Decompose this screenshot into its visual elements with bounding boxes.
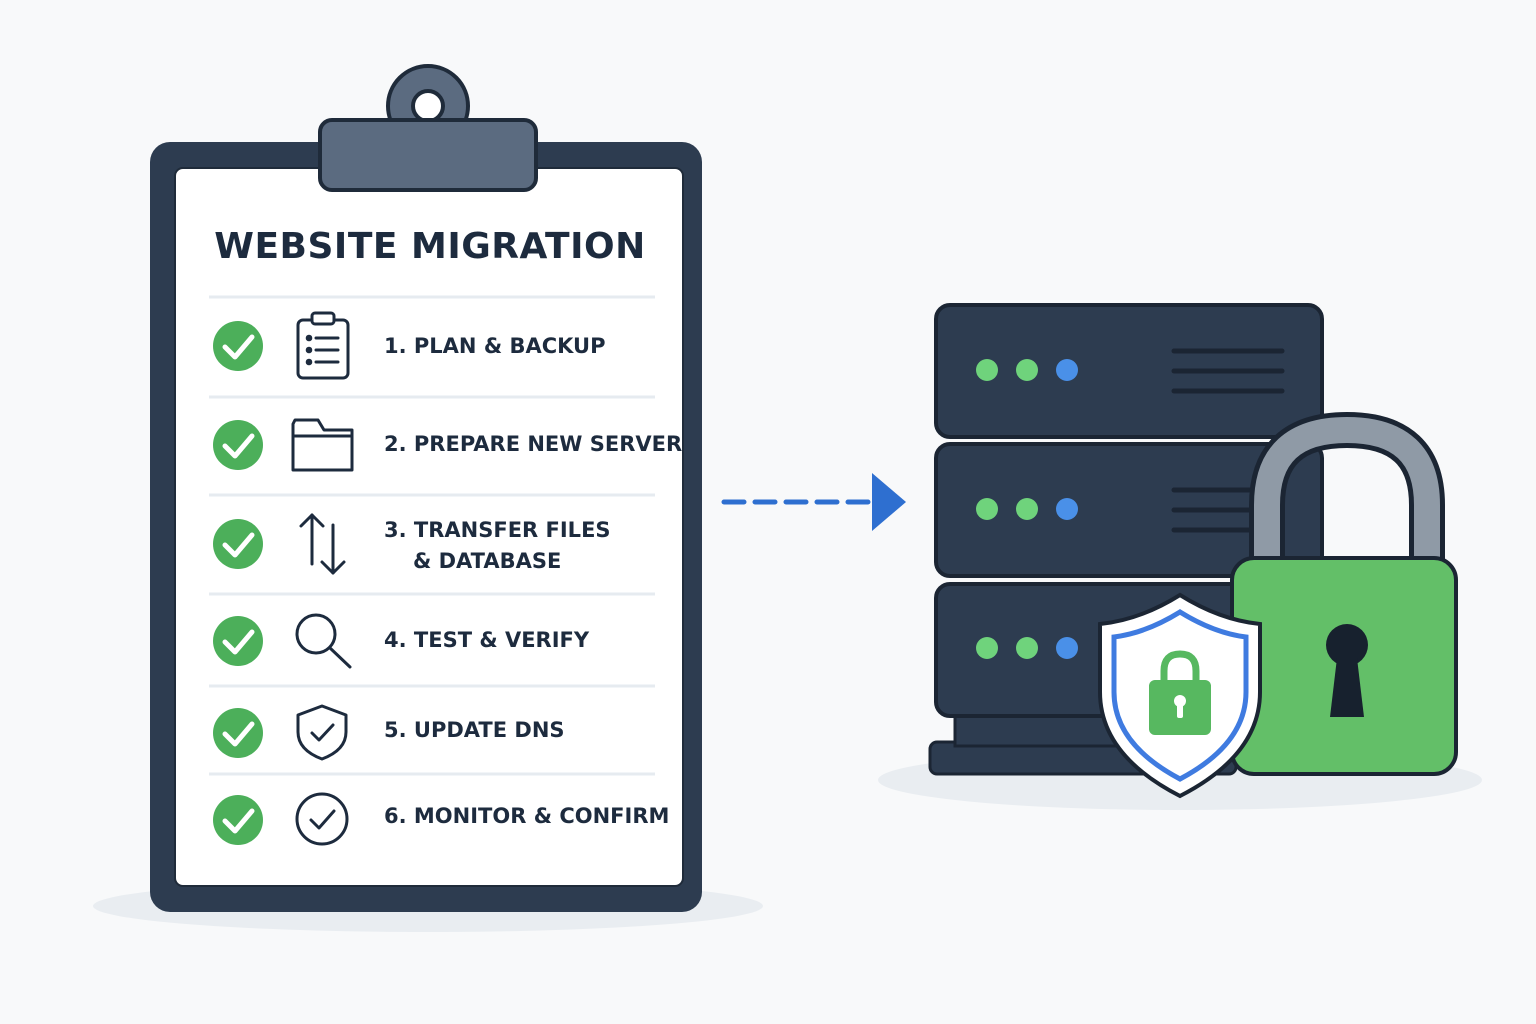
step-text: PLAN & BACKUP [413,334,606,358]
step-4-label: 4. TEST & VERIFY [384,625,589,656]
status-light-green [1016,359,1038,381]
clipboard [150,64,702,912]
check-circle-icon [213,321,263,371]
status-light-blue [1056,359,1078,381]
shield-check-icon [296,704,348,761]
check-circle-icon [213,519,263,569]
status-light-green [976,637,998,659]
step-3-label: 3. TRANSFER FILES & DATABASE [384,515,611,577]
step-1-label: 1. PLAN & BACKUP [384,331,605,362]
check-circle-icon [213,708,263,758]
status-light-blue [1056,498,1078,520]
step-2-label: 2. PREPARE NEW SERVER [384,429,682,460]
step-text: PREPARE NEW SERVER [413,432,683,456]
status-light-green [1016,637,1038,659]
server-unit [934,303,1324,439]
step-text: MONITOR & CONFIRM [413,804,670,828]
padlock-icon [1230,411,1458,776]
vent-lines [1171,348,1285,394]
step-text: TEST & VERIFY [413,628,590,652]
keyhole [1326,624,1368,666]
step-number: 4. [384,628,407,652]
step-number: 1. [384,334,407,358]
status-light-blue [1056,637,1078,659]
step-text: UPDATE DNS [413,718,565,742]
step-number: 2. [384,432,407,456]
status-light-green [1016,498,1038,520]
step-text-line2: & DATABASE [413,549,562,573]
step-text: TRANSFER FILES [413,518,611,542]
migration-arrow [721,473,906,531]
clip-body [318,118,538,192]
check-circle-icon [213,795,263,845]
status-light-green [976,359,998,381]
step-5-label: 5. UPDATE DNS [384,715,565,746]
step-number: 3. [384,518,407,542]
row-dividers [209,295,655,776]
step-number: 5. [384,718,407,742]
security-shield-icon [1098,592,1262,799]
page-title: WEBSITE MIGRATION [214,226,646,267]
check-circle-icon [213,616,263,666]
circle-check-icon [295,792,349,846]
transfer-arrows-icon [299,513,346,575]
magnifier-icon [295,613,352,669]
folder-icon [291,418,354,472]
check-circle-icon [213,420,263,470]
clipboard-list-icon [296,311,350,380]
step-6-label: 6. MONITOR & CONFIRM [384,801,669,832]
status-light-green [976,498,998,520]
step-number: 6. [384,804,407,828]
